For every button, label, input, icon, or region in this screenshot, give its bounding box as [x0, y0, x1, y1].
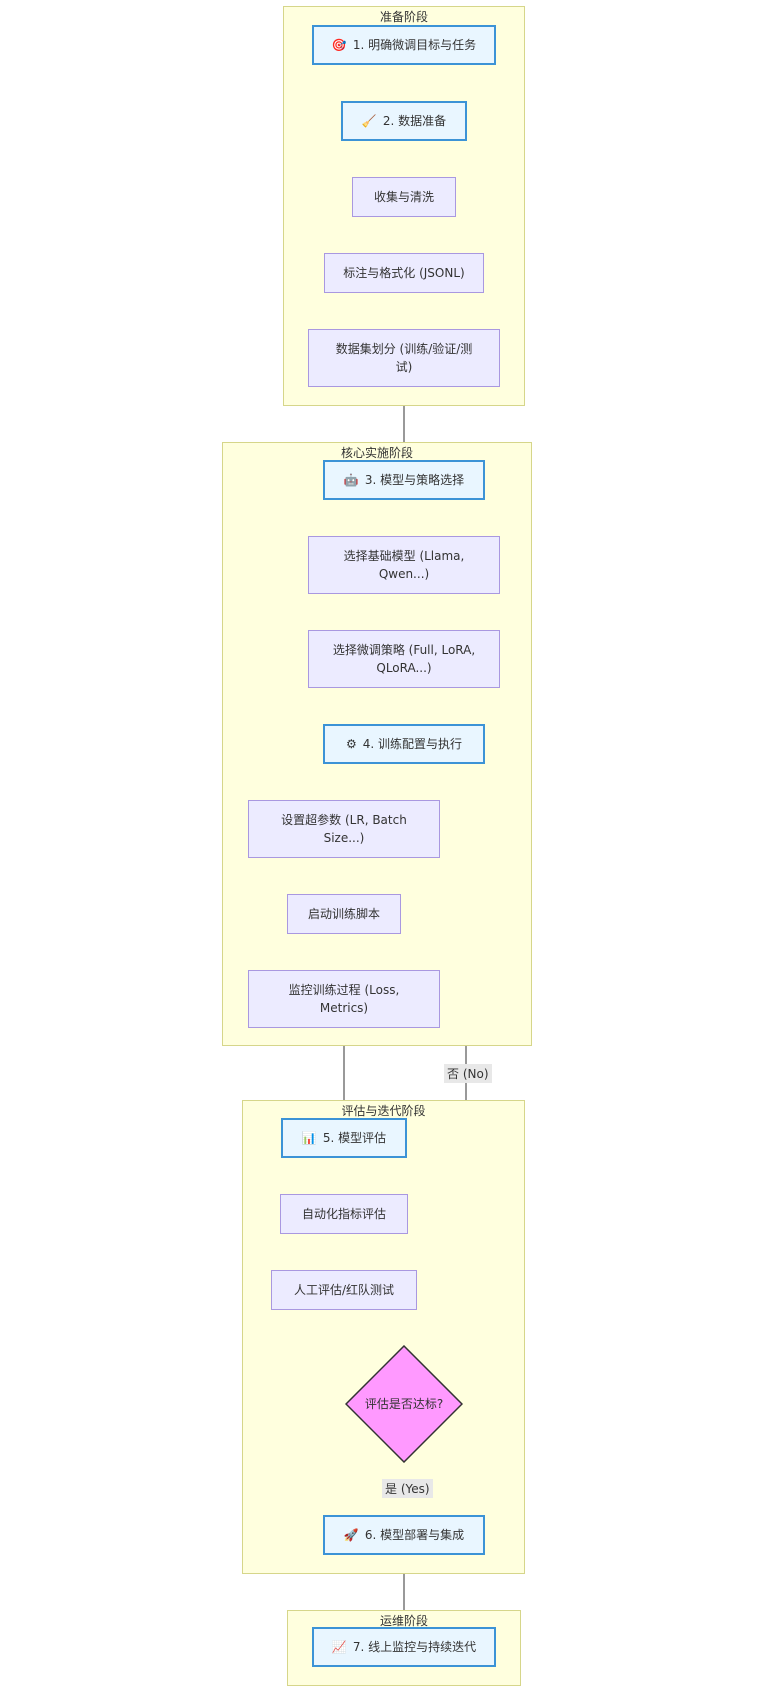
- rocket-icon: 🚀: [343, 1528, 359, 1542]
- node-decision-label: 评估是否达标?: [364, 1397, 444, 1411]
- edge-label-no: 否 (No): [444, 1064, 492, 1083]
- gear-icon: ⚙: [345, 737, 357, 751]
- node-model-select-label: 3. 模型与策略选择: [364, 473, 465, 487]
- cluster-ops-label: 运维阶段: [379, 1614, 428, 1628]
- cluster-prep-label: 准备阶段: [379, 10, 428, 24]
- edge-label-yes: 是 (Yes): [382, 1479, 433, 1498]
- node-hyperparams-label: 设置超参数 (LR, Batch Size...): [281, 813, 407, 845]
- robot-icon: 🤖: [343, 473, 359, 487]
- node-goal[interactable]: 🎯 1. 明确微调目标与任务: [312, 25, 496, 65]
- node-collect[interactable]: 收集与清洗: [352, 177, 456, 217]
- bar-chart-icon: 📊: [301, 1131, 317, 1145]
- node-train-config[interactable]: ⚙ 4. 训练配置与执行: [323, 724, 485, 764]
- node-collect-label: 收集与清洗: [373, 190, 434, 204]
- node-deploy[interactable]: 🚀 6. 模型部署与集成: [323, 1515, 485, 1555]
- node-human-eval[interactable]: 人工评估/红队测试: [271, 1270, 417, 1310]
- node-online-label: 7. 线上监控与持续迭代: [352, 1640, 477, 1654]
- node-model-select[interactable]: 🤖 3. 模型与策略选择: [323, 460, 485, 500]
- node-annotate-label: 标注与格式化 (JSONL): [343, 266, 465, 280]
- decision-shape: [345, 1345, 463, 1463]
- node-auto-eval[interactable]: 自动化指标评估: [280, 1194, 408, 1234]
- broom-icon: 🧹: [361, 114, 377, 128]
- node-auto-eval-label: 自动化指标评估: [301, 1207, 386, 1221]
- node-human-eval-label: 人工评估/红队测试: [293, 1283, 395, 1297]
- node-split[interactable]: 数据集划分 (训练/验证/测试): [308, 329, 500, 387]
- node-launch-label: 启动训练脚本: [307, 907, 380, 921]
- node-monitor-train[interactable]: 监控训练过程 (Loss, Metrics): [248, 970, 440, 1028]
- node-goal-label: 1. 明确微调目标与任务: [352, 38, 477, 52]
- node-evaluate[interactable]: 📊 5. 模型评估: [281, 1118, 407, 1158]
- node-split-label: 数据集划分 (训练/验证/测试): [335, 342, 473, 374]
- node-online[interactable]: 📈 7. 线上监控与持续迭代: [312, 1627, 496, 1667]
- node-base-model-label: 选择基础模型 (Llama, Qwen...): [343, 549, 465, 581]
- node-train-config-label: 4. 训练配置与执行: [362, 737, 463, 751]
- node-launch[interactable]: 启动训练脚本: [287, 894, 401, 934]
- node-deploy-label: 6. 模型部署与集成: [364, 1528, 465, 1542]
- decision-diamond[interactable]: [345, 1345, 463, 1463]
- target-icon: 🎯: [331, 38, 347, 52]
- cluster-eval: 评估与迭代阶段: [242, 1100, 525, 1574]
- node-base-model[interactable]: 选择基础模型 (Llama, Qwen...): [308, 536, 500, 594]
- node-strategy[interactable]: 选择微调策略 (Full, LoRA, QLoRA...): [308, 630, 500, 688]
- node-annotate[interactable]: 标注与格式化 (JSONL): [324, 253, 484, 293]
- cluster-core-label: 核心实施阶段: [340, 446, 413, 460]
- node-data-prep-label: 2. 数据准备: [382, 114, 447, 128]
- node-hyperparams[interactable]: 设置超参数 (LR, Batch Size...): [248, 800, 440, 858]
- cluster-eval-label: 评估与迭代阶段: [341, 1104, 426, 1118]
- node-monitor-train-label: 监控训练过程 (Loss, Metrics): [288, 983, 400, 1015]
- node-strategy-label: 选择微调策略 (Full, LoRA, QLoRA...): [332, 643, 476, 675]
- node-data-prep[interactable]: 🧹 2. 数据准备: [341, 101, 467, 141]
- trend-chart-icon: 📈: [331, 1640, 347, 1654]
- node-evaluate-label: 5. 模型评估: [322, 1131, 387, 1145]
